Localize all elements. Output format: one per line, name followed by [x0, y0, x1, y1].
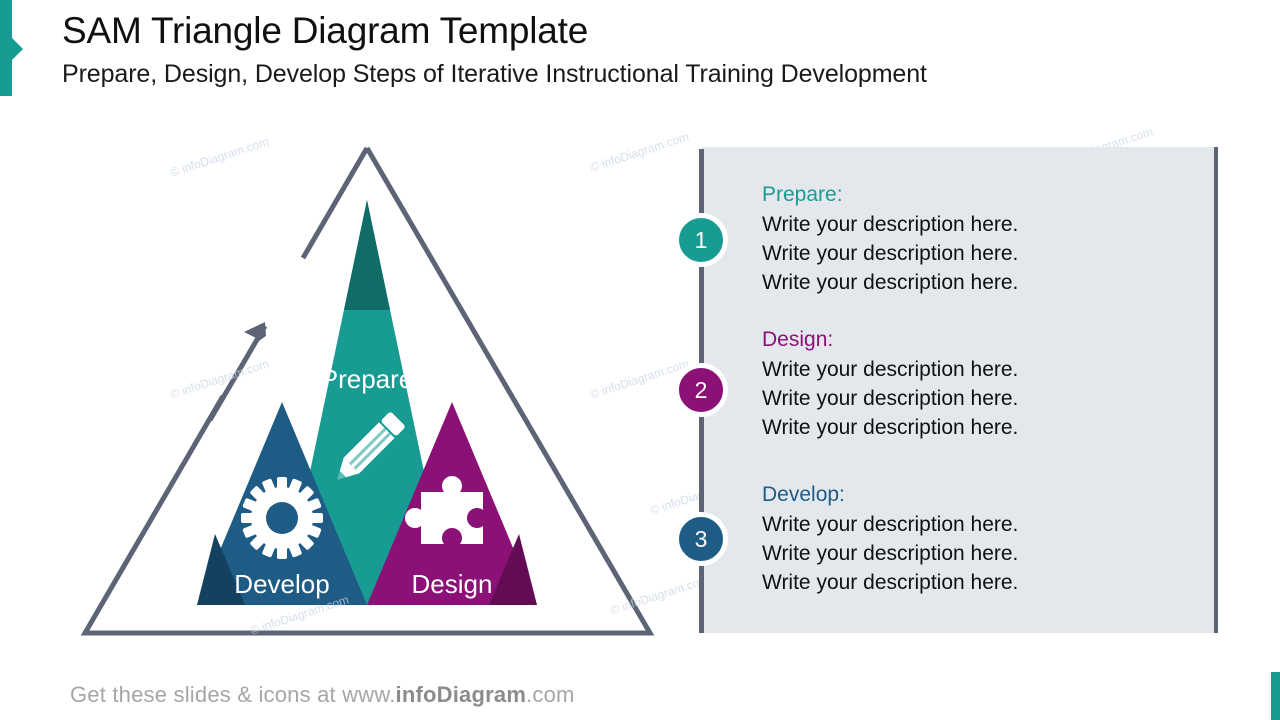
- step-1-line-2: Write your description here.: [762, 242, 1019, 265]
- steps-panel: [702, 147, 1218, 633]
- segment-prepare-label: Prepare: [321, 364, 414, 394]
- step-3-line-2: Write your description here.: [762, 542, 1019, 565]
- step-3-line-3: Write your description here.: [762, 571, 1019, 594]
- step-3-title: Develop:: [762, 483, 845, 506]
- page-subtitle: Prepare, Design, Develop Steps of Iterat…: [62, 60, 927, 88]
- segment-design[interactable]: Design: [367, 402, 537, 605]
- header-accent-chevron-icon: [12, 38, 23, 60]
- page-title: SAM Triangle Diagram Template: [62, 10, 589, 51]
- step-badge-2[interactable]: 2: [674, 363, 728, 417]
- step-badge-2-number: 2: [694, 376, 708, 403]
- step-item-3: Develop: Write your description here. Wr…: [762, 480, 1018, 597]
- step-item-2: Design: Write your description here. Wri…: [762, 325, 1018, 442]
- step-badge-3[interactable]: 3: [674, 512, 728, 566]
- footer-suffix: .com: [526, 682, 575, 707]
- puzzle-piece-icon: [405, 476, 483, 544]
- step-3-line-1: Write your description here.: [762, 513, 1019, 536]
- pencil-icon: [337, 412, 405, 480]
- corner-accent-bar: [1271, 672, 1280, 720]
- step-2-line-3: Write your description here.: [762, 416, 1019, 439]
- step-1-title: Prepare:: [762, 183, 843, 206]
- step-1-line-3: Write your description here.: [762, 271, 1019, 294]
- gear-icon: [241, 477, 323, 559]
- step-badge-1-number: 1: [694, 226, 708, 253]
- iteration-arrow-icon: [207, 322, 268, 422]
- segment-design-label: Design: [412, 569, 493, 599]
- step-1-line-1: Write your description here.: [762, 213, 1019, 236]
- footer-credit[interactable]: Get these slides & icons at www.infoDiag…: [70, 682, 575, 708]
- step-badge-3-number: 3: [694, 525, 708, 552]
- footer-brand: infoDiagram: [395, 682, 527, 707]
- segment-develop[interactable]: Develop: [197, 402, 367, 605]
- step-item-1: Prepare: Write your description here. Wr…: [762, 180, 1018, 297]
- outer-triangle-outline: [80, 146, 655, 636]
- footer-prefix: Get these slides & icons at www.: [70, 682, 396, 707]
- segment-develop-label: Develop: [234, 569, 329, 599]
- step-2-line-2: Write your description here.: [762, 387, 1019, 410]
- sam-triangle-diagram: Prepare: [60, 130, 680, 650]
- step-2-line-1: Write your description here.: [762, 358, 1019, 381]
- header-accent-bar: [0, 0, 12, 96]
- step-2-title: Design:: [762, 328, 834, 351]
- step-badge-1[interactable]: 1: [674, 213, 728, 267]
